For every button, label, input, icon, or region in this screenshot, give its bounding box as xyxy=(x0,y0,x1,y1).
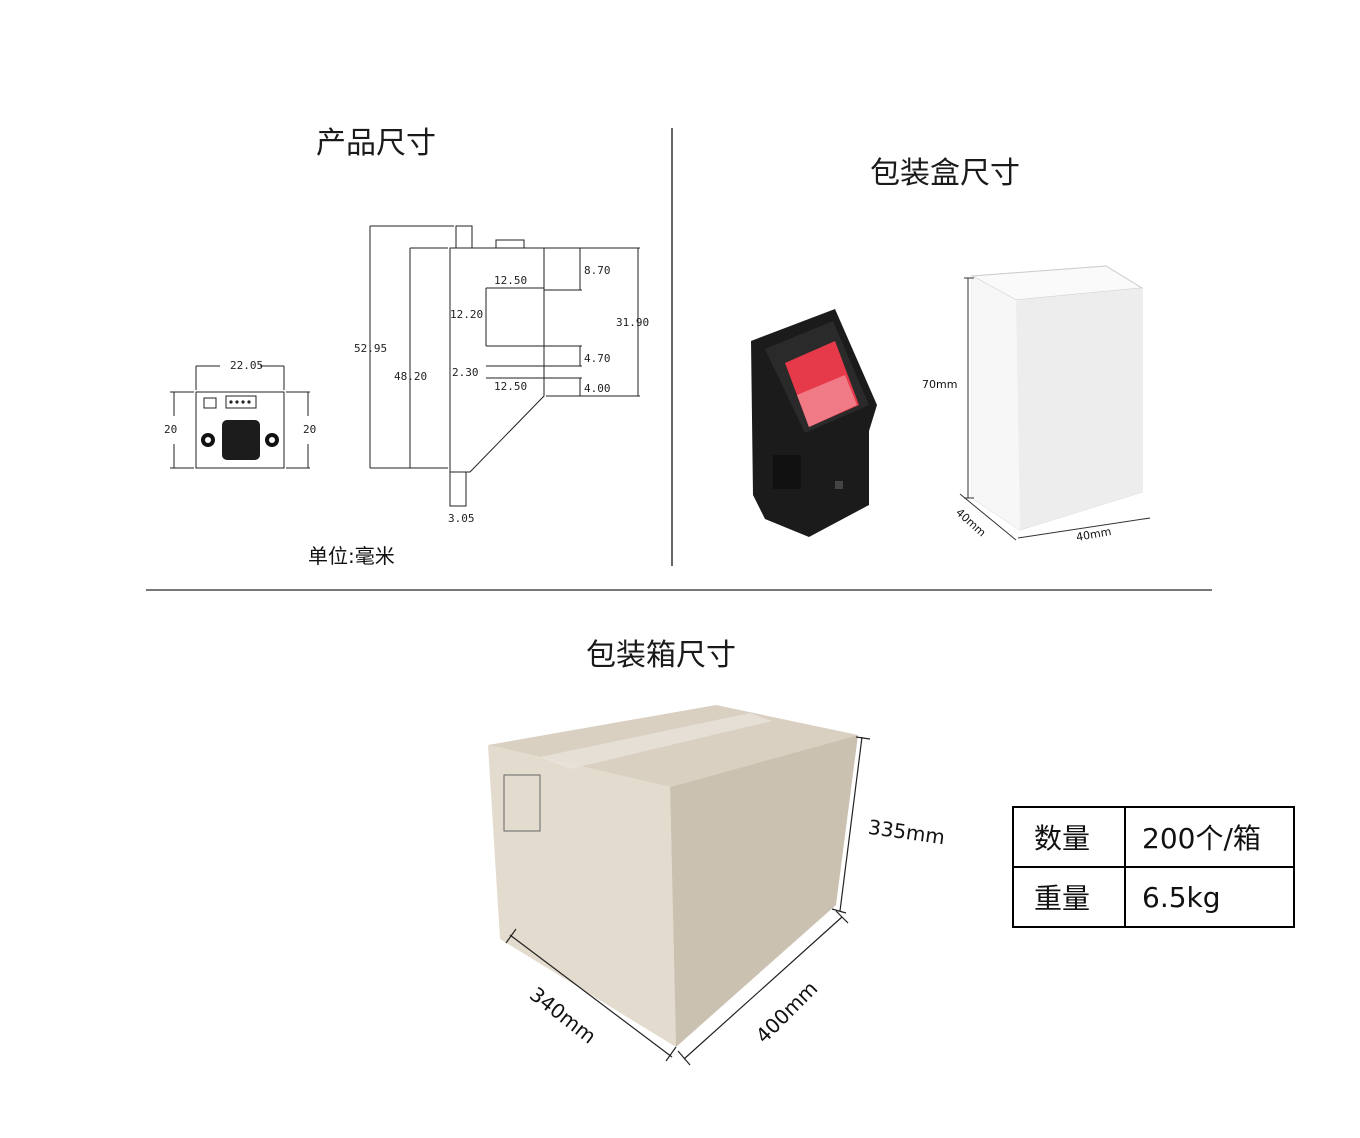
unit-note: 单位:毫米 xyxy=(308,544,395,568)
carton-size-title: 包装箱尺寸 xyxy=(586,638,736,673)
front-width-label: 22.05 xyxy=(230,359,263,372)
product-size-title: 产品尺寸 xyxy=(316,126,436,161)
product-dimension-drawing: 22.05 20 20 52.95 48.20 8.70 12.20 12.50… xyxy=(164,225,649,525)
table-row: 重量 6.5kg xyxy=(1012,866,1295,928)
quantity-value: 200个/箱 xyxy=(1124,806,1295,868)
section-divider-horizontal xyxy=(146,589,1212,591)
scanner-module-image xyxy=(751,309,877,537)
quantity-key: 数量 xyxy=(1012,806,1126,868)
tab-width-label: 3.05 xyxy=(448,512,475,525)
table-row: 数量 200个/箱 xyxy=(1012,806,1295,868)
top-offset-label: 8.70 xyxy=(584,264,611,277)
packing-box-image xyxy=(959,265,1151,541)
small-step-label: 2.30 xyxy=(452,366,479,379)
section-divider-vertical xyxy=(671,128,673,566)
front-height-left-label: 20 xyxy=(164,423,177,436)
front-view-sensor xyxy=(222,420,260,460)
box-height-label: 70mm xyxy=(922,378,958,391)
overall-height-label: 52.95 xyxy=(354,342,387,355)
weight-value: 6.5kg xyxy=(1124,866,1295,928)
box-size-title: 包装盒尺寸 xyxy=(870,156,1020,191)
weight-key: 重量 xyxy=(1012,866,1126,928)
window-width-top-label: 12.50 xyxy=(494,274,527,287)
window-height-label: 12.20 xyxy=(450,308,483,321)
spec-table: 数量 200个/箱 重量 6.5kg xyxy=(1012,806,1295,928)
side-view-outline xyxy=(369,225,640,507)
front-view-outline xyxy=(195,391,285,469)
gap-mid-label: 4.70 xyxy=(584,352,611,365)
depth-label: 31.90 xyxy=(616,316,649,329)
shipping-carton-image xyxy=(488,705,871,1066)
body-height-label: 48.20 xyxy=(394,370,427,383)
window-width-bottom-label: 12.50 xyxy=(494,380,527,393)
front-height-right-label: 20 xyxy=(303,423,316,436)
gap-bottom-label: 4.00 xyxy=(584,382,611,395)
